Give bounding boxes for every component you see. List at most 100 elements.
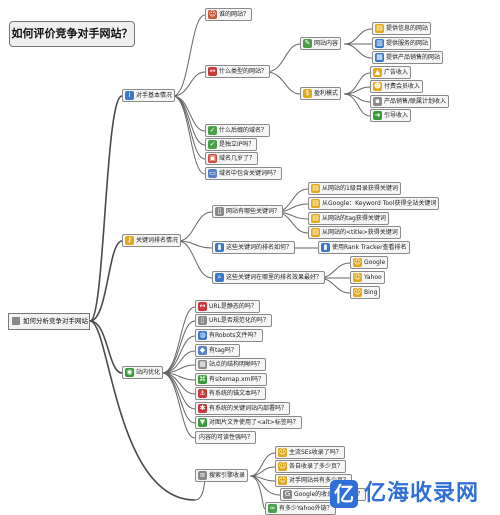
target-item[interactable]: ▤ 从网站的tag获得关键词 [308, 212, 389, 225]
basic-domain-years-label: 域名几岁了？ [219, 155, 256, 162]
keyword-engines[interactable]: ⌕ 这些关键词在哪里的排名效果最好？ [212, 271, 326, 284]
index-item-label: Google的收录效果如何？ [294, 491, 364, 498]
pencil-icon: ✎ [303, 39, 312, 48]
content-item[interactable]: ▥ 提供服务的网站 [372, 37, 432, 50]
profit-item[interactable]: ☻ 付费会员收入 [370, 80, 424, 93]
watermark-text: 亿海收录网 [364, 481, 480, 506]
basic-type-label: 什么类型的网站？ [219, 68, 268, 75]
engine-item-label: Yahoo [364, 274, 382, 281]
profit-item-label: 产品销售/联属计划收入 [384, 98, 447, 105]
gift-icon: ▣ [208, 154, 217, 163]
cart-icon: ▦ [375, 53, 384, 62]
onsite-item[interactable]: ⚓ 有系统的锚文本吗？ [195, 387, 267, 400]
onsite-item[interactable]: ▼ 对图片文件使用了<alt>标签吗？ [195, 416, 302, 429]
onsite-item[interactable]: ▯ URL是否规范化的吗？ [195, 314, 272, 327]
smiley-icon: ☺ [278, 448, 287, 457]
basic-content[interactable]: ✎ 网站内容 [300, 37, 342, 50]
keyword-icon: ✱ [198, 404, 207, 413]
profit-item-label: 付费会员收入 [384, 83, 421, 90]
index-item-label: 对手网站共有多少页？ [289, 477, 350, 484]
onsite-item-label: 站点的结构明晰吗？ [209, 361, 264, 368]
onsite-item[interactable]: ◍ 有Robots文件吗？ [195, 329, 263, 342]
page-icon: ▯ [215, 207, 224, 216]
site-watermark: 亿 亿海收录网 [330, 478, 495, 510]
branch-keyword[interactable]: ⚷ 关键词排名情况 [122, 234, 182, 247]
smiley-icon: ☺ [278, 476, 287, 485]
branch-index[interactable]: ≡ 搜索引擎收录 [195, 469, 249, 482]
onsite-item-label: 有sitemap.xml吗？ [209, 376, 265, 383]
funnel-icon: ▼ [198, 418, 207, 427]
onsite-item[interactable]: ✱ 有系统的关键词站内部署吗？ [195, 402, 291, 415]
branch-onsite[interactable]: ◉ 站内优化 [122, 366, 164, 379]
arrows-icon: ↔ [198, 302, 207, 311]
basic-ip-label: 是独立IP吗？ [219, 141, 255, 148]
basic-content-label: 网站内容 [314, 40, 339, 47]
branch-basic[interactable]: i 对手基本情况 [122, 89, 176, 102]
rank-tool-label: 使用Rank Tracker查看排名 [332, 244, 407, 251]
basic-domain-years[interactable]: ▣ 域名几岁了？ [205, 152, 259, 165]
smiley-icon: ☺ [353, 288, 362, 297]
engine-item[interactable]: ☺ Bing [350, 286, 381, 299]
rank-tool[interactable]: ▮ 使用Rank Tracker查看排名 [318, 241, 410, 254]
person-icon: ☺ [208, 10, 217, 19]
target-item[interactable]: ▤ 从网站的<title>获得关键词 [308, 226, 401, 239]
target-item-label: 从网站的tag获得关键词 [322, 215, 386, 222]
smiley-icon: ☺ [353, 258, 362, 267]
engine-item[interactable]: ☺ Yahoo [350, 271, 385, 284]
folder-icon: ▤ [311, 228, 320, 237]
profit-item[interactable]: ➜ 引导收入 [370, 109, 412, 122]
onsite-item-label: 对图片文件使用了<alt>标签吗？ [209, 419, 299, 426]
globe-icon: ◉ [125, 368, 134, 377]
index-item[interactable]: ☺ 主流SEs收录了吗？ [275, 446, 345, 459]
onsite-item[interactable]: ↔ URL是静态的吗？ [195, 300, 260, 313]
chart-icon: ▮ [321, 243, 330, 252]
search-icon: ⌕ [215, 273, 224, 282]
keyword-target[interactable]: ▯ 网站有哪些关键词？ [212, 205, 284, 218]
index-item[interactable]: ☺ 各自收录了多少页？ [275, 460, 347, 473]
keyword-target-label: 网站有哪些关键词？ [226, 208, 281, 215]
keyword-rank-label: 这些关键词的排名如何？ [226, 244, 293, 251]
basic-domain-age[interactable]: ✓ 什么后缀的域名？ [205, 124, 271, 137]
keyword-rank[interactable]: ▮ 这些关键词的排名如何？ [212, 241, 296, 254]
onsite-item[interactable]: ◆ 有tag吗？ [195, 344, 240, 357]
onsite-item-label: URL是静态的吗？ [209, 303, 257, 310]
index-item-label: 各自收录了多少页？ [289, 463, 344, 470]
content-item[interactable]: ▤ 提供信息的网站 [372, 22, 432, 35]
structure-icon: ▦ [198, 360, 207, 369]
index-item[interactable]: ∞ 有多少Yahoo外链？ [265, 502, 336, 515]
content-item[interactable]: ▦ 提供产品销售的网站 [372, 51, 444, 64]
root-node[interactable]: 如何分析竞争对手网站 [8, 313, 90, 330]
folder-icon: ▤ [311, 214, 320, 223]
content-item-label: 提供产品销售的网站 [386, 54, 441, 61]
check-icon: ✓ [208, 126, 217, 135]
onsite-item[interactable]: 内容的可读性强吗？ [195, 431, 257, 444]
onsite-item[interactable]: ▦ 站点的结构明晰吗？ [195, 358, 267, 371]
engine-item[interactable]: ☺ Google [350, 256, 389, 269]
onsite-item-label: URL是否规范化的吗？ [209, 317, 269, 324]
basic-type[interactable]: ↔ 什么类型的网站？ [205, 65, 271, 78]
target-item[interactable]: ▤ 从Google：Keyword Tool获得全站关键词 [308, 197, 440, 210]
folder-icon: ▤ [311, 199, 320, 208]
link-icon: ∞ [268, 504, 277, 513]
smiley-icon: ☺ [278, 462, 287, 471]
target-item-label: 从网站的1级目录获得关键词 [322, 185, 398, 192]
target-item-label: 从Google：Keyword Tool获得全站关键词 [322, 200, 437, 207]
target-item[interactable]: ▤ 从网站的1级目录获得关键词 [308, 182, 401, 195]
folder-icon: ▤ [375, 24, 384, 33]
arrows-icon: ↔ [208, 67, 217, 76]
branch-index-label: 搜索引擎收录 [209, 472, 246, 479]
onsite-item-label: 内容的可读性强吗？ [199, 434, 254, 441]
onsite-item-label: 有tag吗？ [209, 347, 237, 354]
profit-item[interactable]: ▪ 产品销售/联属计划收入 [370, 95, 450, 108]
basic-domain-kw[interactable]: ▭ 域名中包含关键词吗？ [205, 167, 283, 180]
profit-item[interactable]: ▲ 广告收入 [370, 66, 412, 79]
target-item-label: 从网站的<title>获得关键词 [322, 229, 398, 236]
basic-ip[interactable]: ✓ 是独立IP吗？ [205, 138, 258, 151]
basic-who[interactable]: ☺ 谁的网站？ [205, 8, 253, 21]
content-item-label: 提供信息的网站 [386, 25, 429, 32]
service-icon: ▥ [375, 39, 384, 48]
onsite-item[interactable]: ⌘ 有sitemap.xml吗？ [195, 373, 268, 386]
basic-profit[interactable]: $ 盈利模式 [300, 87, 342, 100]
anchor-icon: ⚓ [198, 389, 207, 398]
